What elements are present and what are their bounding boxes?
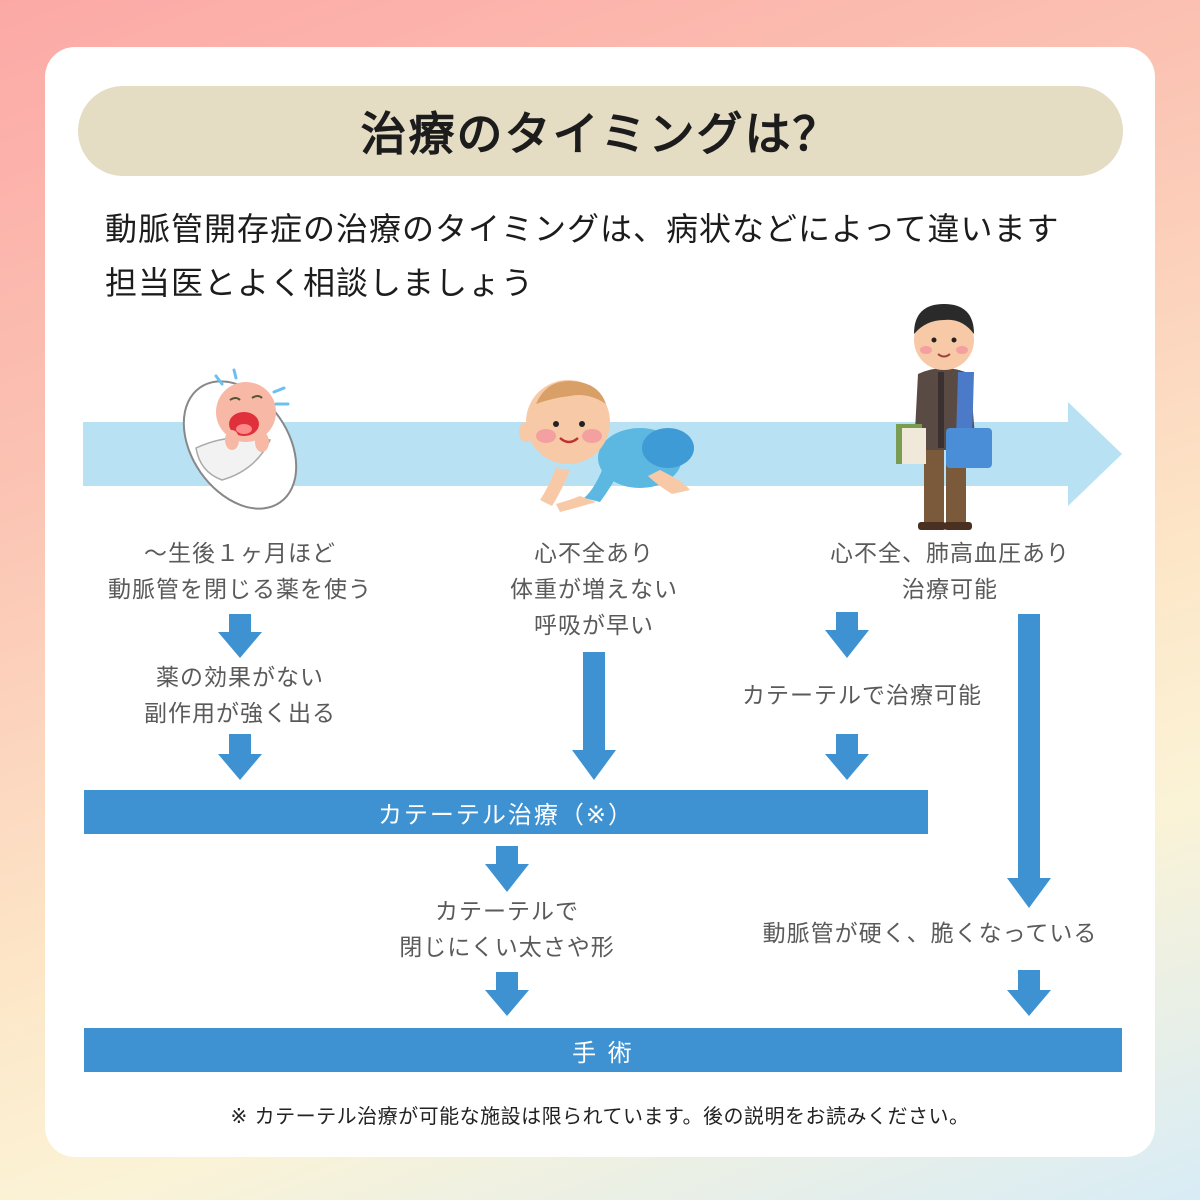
newborn-condition-line-2: 動脈管を閉じる薬を使う <box>108 577 372 603</box>
adult-branch-hardened: 動脈管が硬く、脆くなっている <box>762 921 1098 947</box>
catheter-fail-line-2: 閉じにくい太さや形 <box>399 935 615 961</box>
newborn-result: 薬の効果がない 副作用が強く出る <box>144 660 336 732</box>
newborn-result-line-2: 副作用が強く出る <box>144 701 336 727</box>
arrow-newborn-2 <box>218 734 262 780</box>
arrow-newborn-1 <box>218 614 262 658</box>
footnote: ※ カテーテル治療が可能な施設は限られています。後の説明をお読みください。 <box>230 1104 970 1128</box>
infant-condition-line-2: 体重が増えない <box>510 577 678 603</box>
arrow-hardened <box>1007 970 1051 1016</box>
infant-condition-line-3: 呼吸が早い <box>534 613 654 639</box>
title-banner: 治療のタイミングは？ <box>78 86 1123 176</box>
arrow-adult-catheter-2 <box>825 734 869 780</box>
arrow-adult-long <box>1007 614 1051 908</box>
infant-condition-line-1: 心不全あり <box>534 541 654 567</box>
adult-condition-line-1: 心不全、肺高血圧あり <box>830 541 1070 567</box>
newborn-condition-line-1: ～生後１ヶ月ほど <box>144 541 336 567</box>
adult-condition-line-2: 治療可能 <box>902 577 998 603</box>
infant-condition: 心不全あり 体重が増えない 呼吸が早い <box>510 536 678 644</box>
catheter-treatment-bar: カテーテル治療（※） <box>84 790 928 834</box>
adult-branch-catheter: カテーテルで治療可能 <box>742 683 982 709</box>
surgery-bar: 手 術 <box>84 1028 1122 1072</box>
catheter-fail-line-1: カテーテルで <box>434 899 579 925</box>
intro-line-2: 担当医とよく相談しましょう <box>105 264 535 302</box>
arrow-adult-catheter-1 <box>825 612 869 658</box>
arrow-catheter-fail-1 <box>485 846 529 892</box>
arrow-infant <box>572 652 616 780</box>
arrow-catheter-fail-2 <box>485 972 529 1016</box>
newborn-condition: ～生後１ヶ月ほど 動脈管を閉じる薬を使う <box>108 536 372 608</box>
newborn-result-line-1: 薬の効果がない <box>156 665 324 691</box>
page-title: 治療のタイミングは？ <box>360 107 841 161</box>
catheter-fail-note: カテーテルで 閉じにくい太さや形 <box>399 894 615 966</box>
adult-condition: 心不全、肺高血圧あり 治療可能 <box>830 536 1070 608</box>
content-card <box>45 47 1155 1157</box>
intro-line-1: 動脈管開存症の治療のタイミングは、病状などによって違います <box>105 210 1060 248</box>
